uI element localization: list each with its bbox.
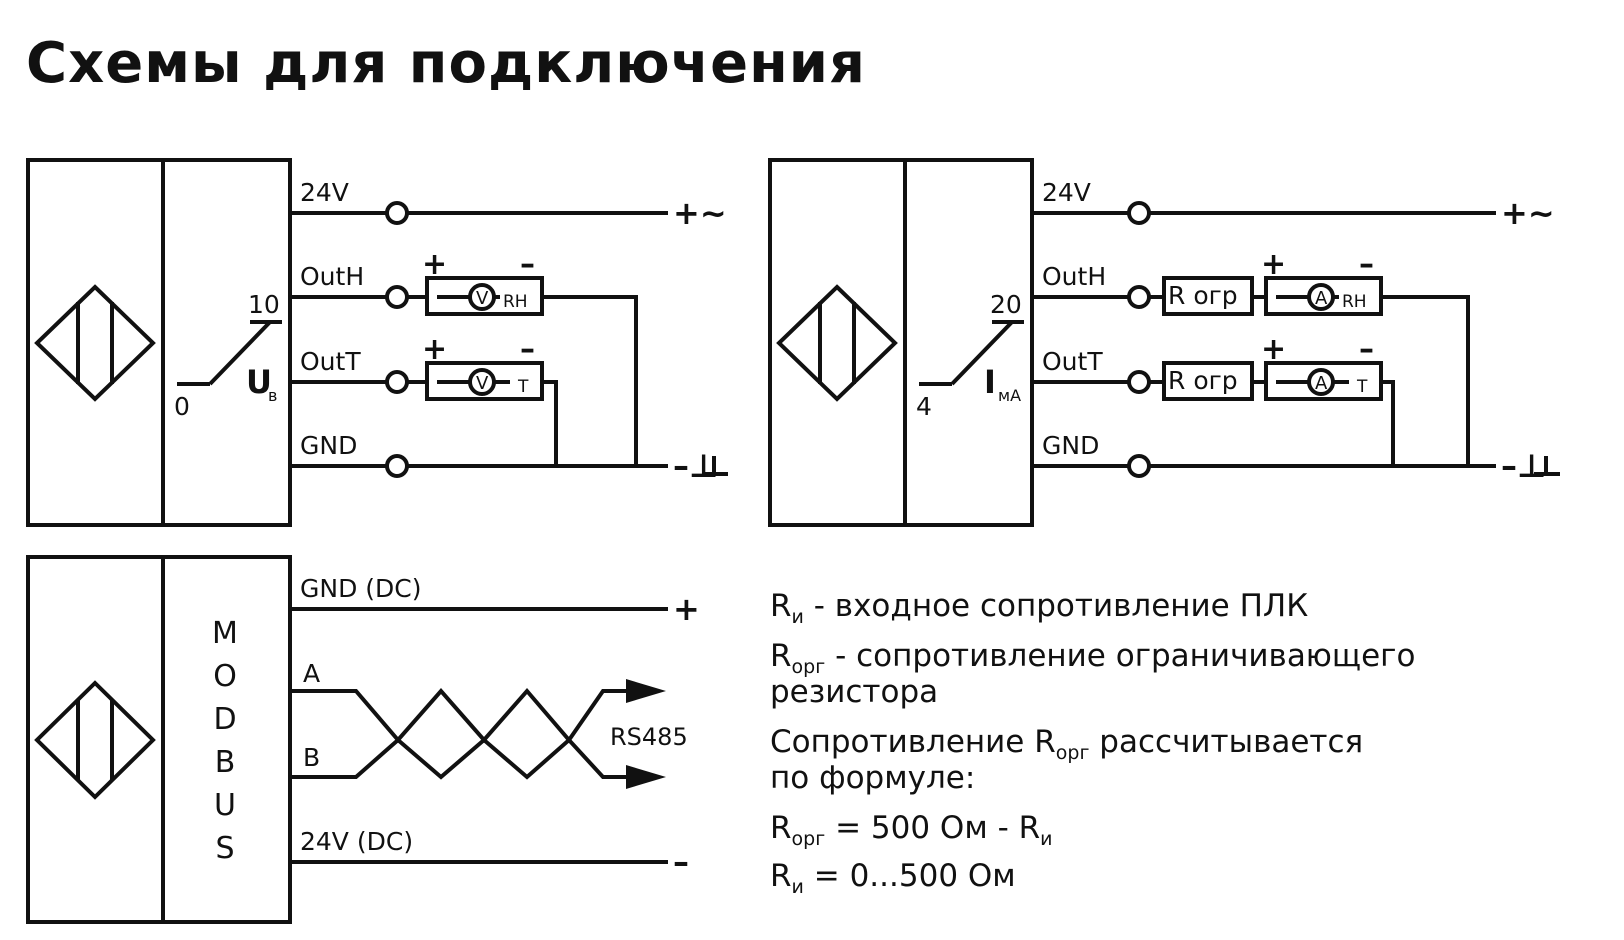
meter-t-label: T (517, 377, 529, 397)
signal-label: I (984, 363, 996, 401)
terminal-b: B (303, 743, 320, 772)
sensor-diamond-icon (34, 284, 156, 402)
supply-label: +~ (673, 194, 727, 232)
note-formula: Rорг = 500 Ом - Rи (770, 810, 1053, 850)
minus-label: – (673, 843, 689, 881)
plus-label: + (1261, 332, 1286, 367)
voltmeter-symbol: V (476, 288, 489, 309)
minus-label: – (1359, 332, 1374, 367)
signal-sub: мА (998, 386, 1021, 405)
signal-label: U (246, 363, 272, 401)
terminal-outt: OutT (1042, 347, 1103, 376)
plus-label: + (1261, 247, 1286, 282)
ground-label: –⊥ (673, 447, 718, 485)
range-high: 10 (248, 290, 280, 319)
sensor-diamond-icon (34, 680, 156, 800)
terminal-gnd: GND (300, 431, 357, 460)
supply-label: +~ (1501, 194, 1555, 232)
plus-label: + (673, 590, 700, 628)
ammeter-symbol: A (1315, 288, 1328, 309)
current-diagram (768, 158, 1560, 527)
terminal-24v: 24V (1042, 178, 1091, 207)
minus-label: – (520, 247, 535, 282)
voltage-diagram (26, 158, 728, 527)
modbus-letter: M (212, 616, 238, 651)
meter-rh-label: RH (1342, 292, 1367, 312)
minus-label: – (1359, 247, 1374, 282)
resistor-label: R огр (1168, 366, 1238, 395)
terminal-24v-dc: 24V (DC) (300, 827, 413, 856)
twisted-pair-icon (290, 687, 628, 744)
terminal-a: A (303, 659, 320, 688)
note-range: Rи = 0...500 Ом (770, 858, 1016, 898)
terminal-outh: OutH (300, 262, 364, 291)
minus-label: – (520, 332, 535, 367)
range-switch (950, 320, 1014, 386)
sensor-body (26, 555, 292, 924)
modbus-letter: D (213, 702, 236, 737)
ground-label: –⊥ (1501, 447, 1546, 485)
arrow-icon (626, 679, 666, 703)
modbus-diagram (26, 555, 668, 924)
ammeter-symbol: A (1315, 373, 1328, 394)
terminal-outh: OutH (1042, 262, 1106, 291)
modbus-letter: S (215, 831, 234, 866)
sensor-body (768, 158, 1034, 527)
range-high: 20 (990, 290, 1022, 319)
plus-label: + (422, 332, 447, 367)
range-low: 0 (174, 392, 190, 421)
range-switch (208, 320, 272, 386)
voltmeter-symbol: V (476, 373, 489, 394)
sensor-diamond-icon (776, 284, 898, 402)
meter-t-label: T (1356, 377, 1368, 397)
terminal-24v: 24V (300, 178, 349, 207)
terminal-gnd-dc: GND (DC) (300, 574, 421, 603)
modbus-letter: U (214, 788, 236, 823)
modbus-letter: B (215, 745, 236, 780)
plus-label: + (422, 247, 447, 282)
modbus-letter: O (213, 659, 237, 694)
signal-sub: в (268, 386, 277, 405)
terminal-gnd: GND (1042, 431, 1099, 460)
note-input-resistance: Rи - входное сопротивление ПЛК (770, 588, 1309, 628)
terminal-outt: OutT (300, 347, 361, 376)
sensor-body (26, 158, 292, 527)
resistor-label: R огр (1168, 281, 1238, 310)
rs485-label: RS485 (610, 723, 688, 751)
meter-rh-label: RH (503, 292, 528, 312)
range-low: 4 (916, 392, 932, 421)
page-title: Схемы для подключения (26, 31, 866, 96)
arrow-icon (626, 765, 666, 789)
